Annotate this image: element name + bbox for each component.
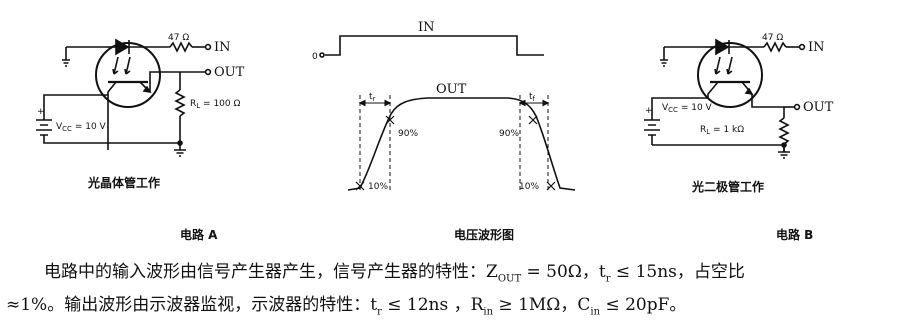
waveform-diagram: 0 IN OUT tr tf 90% 90% 10% 10% [312, 20, 576, 192]
in-pulse-label: IN [418, 20, 435, 35]
ground-symbol-a2 [174, 149, 186, 157]
circuit-diagrams: + 47 Ω IN OUT VCC = 10 V RL = 100 Ω 0 IN… [36, 20, 834, 192]
terminal-in-b [798, 43, 806, 51]
resistor-label-b: 47 Ω [762, 33, 783, 43]
optocoupler-package-a [95, 42, 161, 108]
vcc-label-a: VCC = 10 V [56, 122, 107, 133]
plus-sign-a: + [37, 107, 45, 117]
zero-marker [319, 52, 325, 58]
ground-symbol-b1 [660, 59, 668, 67]
terminal-out-b [793, 103, 801, 111]
fall-time-arrow [518, 99, 550, 107]
caption-photodiode: 光二极管工作 [692, 180, 765, 194]
in-label-b: IN [808, 40, 825, 55]
circuit-a: + 47 Ω IN OUT VCC = 10 V RL = 100 Ω [36, 33, 245, 157]
in-label-a: IN [214, 40, 231, 55]
circuit-b: + 47 Ω IN OUT VCC = 10 V RL = 1 kΩ [644, 33, 834, 159]
ground-symbol-b2 [778, 151, 790, 159]
mark-10-left [355, 181, 365, 191]
tf-label: tf [529, 92, 536, 103]
plus-sign-b: + [645, 106, 653, 116]
out-label-b: OUT [803, 100, 834, 115]
tr-label: tr [369, 92, 376, 103]
timing-guides [359, 95, 549, 190]
out-label-a: OUT [214, 65, 245, 80]
battery-a [36, 119, 52, 136]
optocoupler-package-b [697, 42, 763, 108]
rl-label-b: RL = 1 kΩ [700, 125, 744, 136]
waveform-name: 电压波形图 [454, 228, 515, 242]
circuit-b-name: 电路 B [776, 228, 814, 242]
mark-90-left [385, 115, 395, 125]
vcc-label-b: VCC = 10 V [662, 103, 713, 114]
resistor-47-b [763, 41, 787, 53]
ground-symbol-a1 [62, 59, 70, 67]
label-10-right: 10% [519, 182, 539, 192]
label-90-right: 90% [499, 129, 519, 139]
load-resistor-a [174, 89, 186, 117]
out-waveform-label: OUT [436, 82, 467, 97]
battery-b [644, 119, 660, 136]
resistor-47-a [169, 41, 193, 53]
mark-10-right [546, 181, 556, 191]
caption-phototransistor: 光晶体管工作 [88, 176, 161, 190]
input-pulse [325, 35, 544, 56]
resistor-label-a: 47 Ω [168, 33, 189, 43]
load-resistor-b [778, 117, 790, 145]
mark-90-right [528, 115, 538, 125]
label-90-left: 90% [398, 129, 418, 139]
description-line-1: 电路中的输入波形由信号产生器产生，信号产生器的特性：ZOUT = 50Ω，tr … [44, 262, 745, 285]
rise-time-arrow [358, 99, 392, 107]
terminal-in-a [204, 43, 212, 51]
label-10-left: 10% [368, 182, 388, 192]
zero-label: 0 [312, 52, 318, 62]
led-diode-b [715, 38, 730, 56]
circuit-a-name: 电路 A [180, 228, 218, 242]
description-line-2: ≈1%。输出波形由示波器监视，示波器的特性：tr ≤ 12ns ，Rin ≥ 1… [6, 295, 687, 318]
output-waveform [347, 97, 576, 191]
terminal-out-a [204, 68, 212, 76]
rl-label-a: RL = 100 Ω [190, 99, 240, 110]
